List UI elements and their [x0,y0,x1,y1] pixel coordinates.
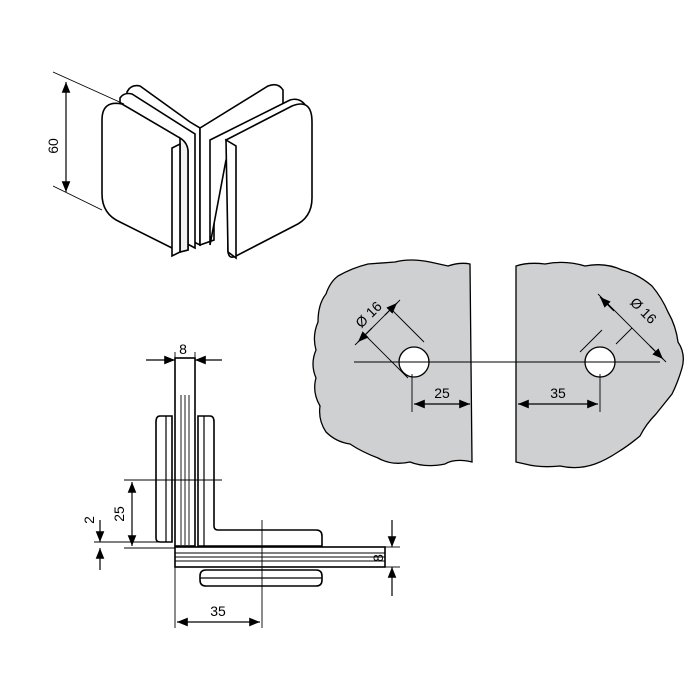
dimension-25-left: 25 [111,479,222,549]
dimension-hole-35: 35 [518,374,601,412]
dimension-hole-35-label: 35 [550,385,566,401]
dimension-60-label: 60 [45,138,61,154]
dimension-hole-25: 25 [411,374,470,412]
dimension-35-bottom-label: 35 [210,603,226,619]
dimension-2: 2 [81,516,172,570]
section-view [155,357,386,587]
glass-panel-right [515,261,684,469]
isometric-clamp-view [101,83,313,260]
dimension-8-top: 8 [146,341,222,398]
dimension-8-top-label: 8 [179,341,187,357]
dimension-2-label: 2 [81,516,97,524]
dimension-8-right: 8 [370,520,400,596]
dimension-25-left-label: 25 [111,506,127,522]
dimension-hole-25-label: 25 [434,385,450,401]
dimension-60: 60 [45,71,125,211]
dimension-8-right-label: 8 [370,554,386,562]
dimension-35-bottom: 35 [174,567,260,628]
